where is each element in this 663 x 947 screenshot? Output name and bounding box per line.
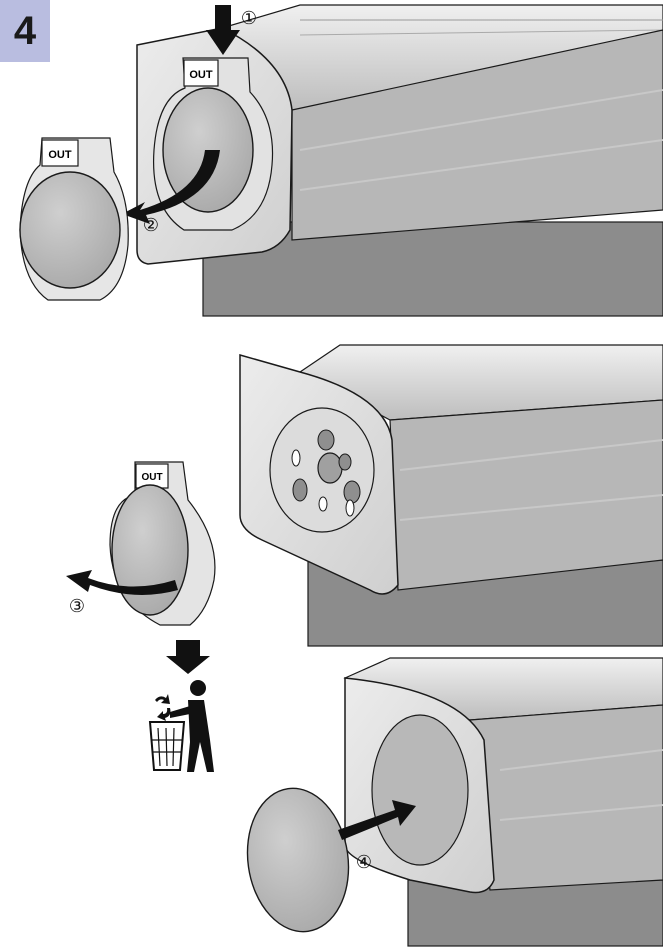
fabric-panel-3	[407, 879, 663, 947]
end-cover-detached: OUT	[19, 137, 129, 301]
callout-3: ③	[68, 596, 86, 617]
panel-discard-cover: OUT	[66, 344, 663, 647]
callout-2: ②	[142, 215, 160, 236]
panel-attach-cap	[246, 657, 663, 947]
step-number-badge: 4	[0, 0, 50, 62]
out-label-mid: OUT	[141, 472, 162, 483]
cassette-front-2	[389, 399, 663, 591]
cassette-front	[291, 29, 663, 241]
trash-bin-person-icon	[148, 680, 214, 772]
motor-hub	[269, 407, 375, 533]
cassette-front-3	[469, 704, 663, 891]
pull-off-arrow	[122, 150, 220, 224]
callout-1: ①	[240, 8, 258, 29]
recycle-icon	[155, 694, 171, 721]
twist-arrow	[66, 570, 178, 595]
discard-down-arrow	[166, 640, 210, 674]
new-end-cap	[246, 787, 350, 933]
panel-remove-cover: OUT OUT	[19, 4, 663, 317]
cap-recess	[371, 714, 469, 866]
out-label-detached: OUT	[48, 149, 72, 161]
press-down-arrow	[206, 5, 240, 55]
push-in-arrow	[338, 800, 416, 840]
callout-4: ④	[355, 852, 373, 873]
out-label-top: OUT	[189, 69, 213, 81]
end-cover-removed: OUT	[109, 461, 216, 626]
